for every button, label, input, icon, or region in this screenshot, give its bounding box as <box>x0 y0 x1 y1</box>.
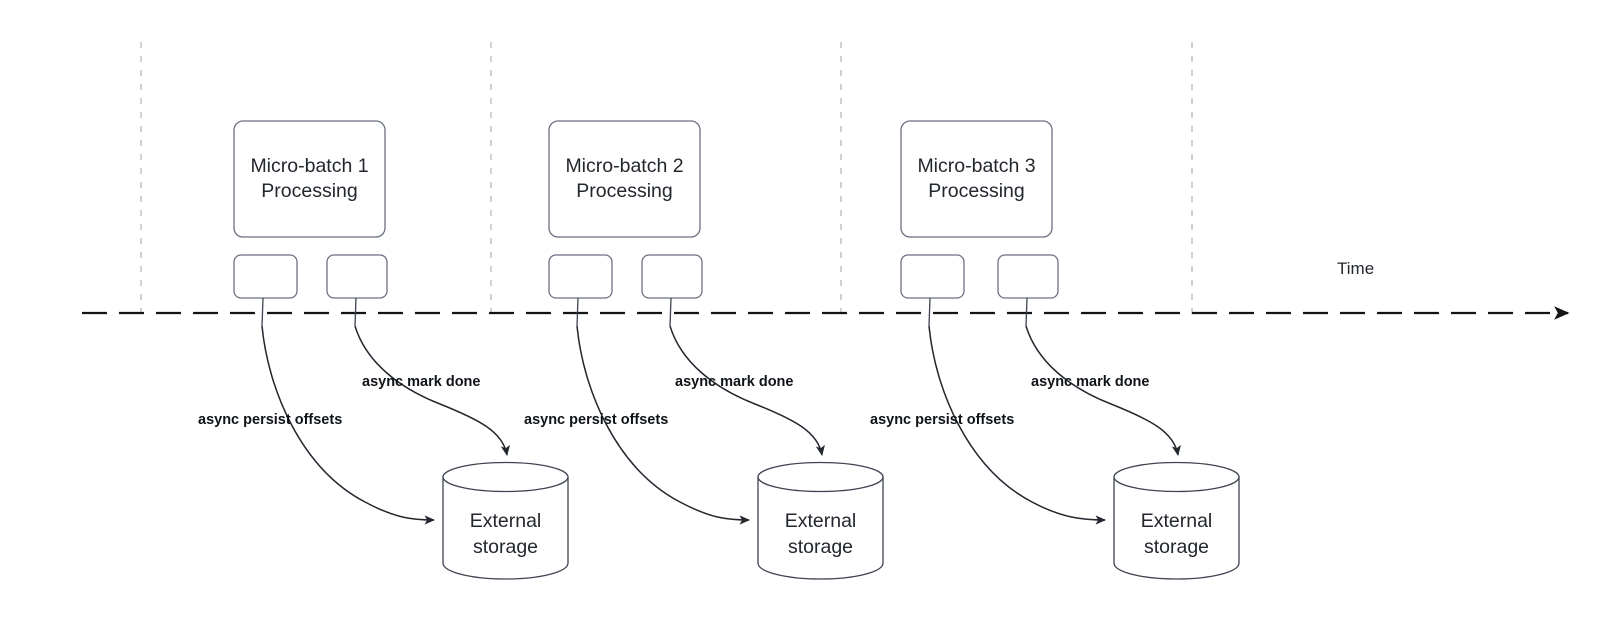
external-storage-3-body <box>1113 476 1240 580</box>
micro-batch-2-persist-offsets-label: async persist offsets <box>524 412 668 428</box>
micro-batch-1-markdone-task-box[interactable] <box>326 254 388 299</box>
batch-boundary-lines <box>140 42 1193 316</box>
time-axis-label: Time <box>1337 259 1374 278</box>
micro-batch-1-mark-done-arrow <box>354 325 510 457</box>
micro-batch-2-persist-task-box[interactable] <box>548 254 613 299</box>
external-storage-1-top <box>442 461 569 493</box>
batch-group-1: Micro-batch 1 Processing async mark done… <box>198 120 569 580</box>
external-storage-2-label-line1: External <box>785 510 857 532</box>
micro-batch-2-markdone-stem <box>669 297 672 327</box>
micro-batch-2-label-line1: Micro-batch 2 <box>565 155 683 177</box>
micro-batch-1-label-line1: Micro-batch 1 <box>250 155 368 177</box>
micro-batch-3-persist-offsets-label: async persist offsets <box>870 412 1014 428</box>
micro-batch-1-label-line2: Processing <box>261 180 357 202</box>
micro-batch-1-persist-offsets-arrow <box>261 325 436 525</box>
micro-batch-3-mark-done-label: async mark done <box>1031 374 1149 390</box>
micro-batch-1-persist-task-box[interactable] <box>233 254 298 299</box>
micro-batch-2-persist-stem <box>576 297 579 327</box>
micro-batch-3-label-line1: Micro-batch 3 <box>917 155 1035 177</box>
micro-batch-3-markdone-stem <box>1025 297 1028 327</box>
batch-group-2: Micro-batch 2 Processing async mark done… <box>524 120 884 580</box>
micro-batch-2-persist-offsets-arrow <box>576 325 751 525</box>
micro-batch-1-mark-done-label: async mark done <box>362 374 480 390</box>
micro-batch-3-persist-offsets-arrow <box>928 325 1107 525</box>
external-storage-3-label-line1: External <box>1141 510 1213 532</box>
micro-batch-3-external-storage[interactable]: External storage <box>1113 461 1240 580</box>
micro-batch-2-markdone-task-box[interactable] <box>641 254 703 299</box>
micro-batch-3-process-box[interactable] <box>900 120 1053 238</box>
micro-batch-1-process-box[interactable] <box>233 120 386 238</box>
micro-batch-2-mark-done-label: async mark done <box>675 374 793 390</box>
external-storage-3-top <box>1113 461 1240 493</box>
micro-batch-3-persist-stem <box>928 297 931 327</box>
micro-batch-2-label-line2: Processing <box>576 180 672 202</box>
micro-batch-2-external-storage[interactable]: External storage <box>757 461 884 580</box>
batch-group-3: Micro-batch 3 Processing async mark done… <box>870 120 1240 580</box>
micro-batch-3-persist-task-box[interactable] <box>900 254 965 299</box>
external-storage-3-label-line2: storage <box>1144 536 1209 558</box>
micro-batch-3-markdone-task-box[interactable] <box>997 254 1059 299</box>
micro-batch-2-mark-done-arrow <box>669 325 825 457</box>
micro-batch-1-external-storage[interactable]: External storage <box>442 461 569 580</box>
micro-batch-1-persist-stem <box>261 297 264 327</box>
external-storage-1-body <box>442 476 569 580</box>
micro-batch-1-persist-offsets-label: async persist offsets <box>198 412 342 428</box>
micro-batch-3-mark-done-arrow <box>1025 325 1181 457</box>
external-storage-2-top <box>757 461 884 493</box>
micro-batch-1-markdone-stem <box>354 297 357 327</box>
external-storage-2-label-line2: storage <box>788 536 853 558</box>
external-storage-1-label-line2: storage <box>473 536 538 558</box>
external-storage-1-label-line1: External <box>470 510 542 532</box>
external-storage-2-body <box>757 476 884 580</box>
micro-batch-3-label-line2: Processing <box>928 180 1024 202</box>
micro-batch-2-process-box[interactable] <box>548 120 701 238</box>
